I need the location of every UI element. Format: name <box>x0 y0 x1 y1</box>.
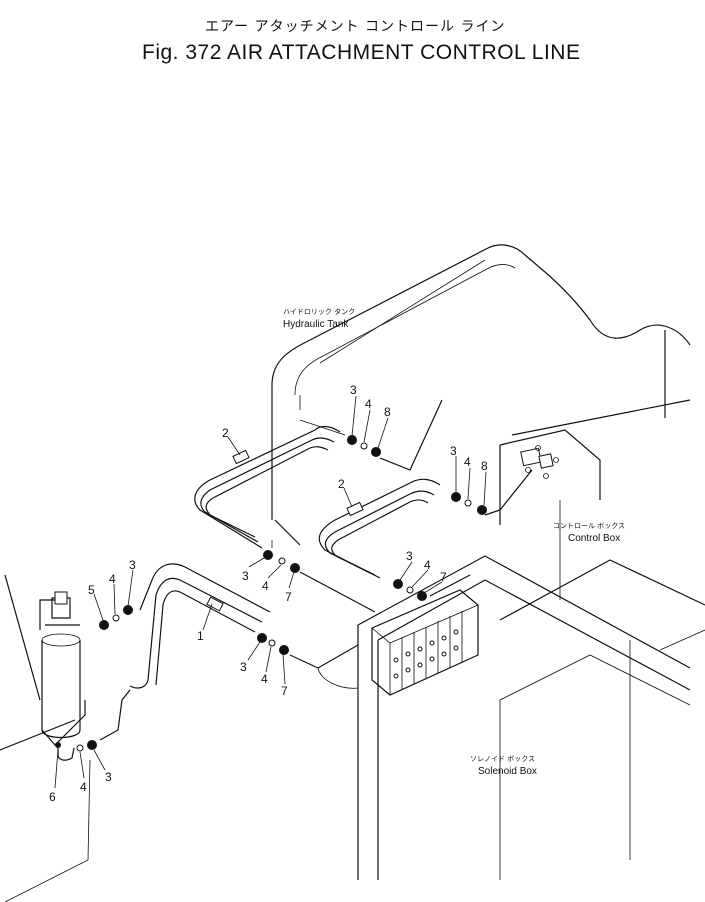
callout-3: 3 <box>129 558 136 572</box>
callout-numbers: 2 2 1 3 4 8 3 4 8 3 4 7 3 4 7 3 4 7 5 4 … <box>49 383 488 804</box>
air-pipe-upper <box>194 419 346 549</box>
callout-7: 7 <box>285 590 292 604</box>
callout-3: 3 <box>105 770 112 784</box>
hydraulic-tank-label-jp: ハイドロリック タンク <box>283 307 355 316</box>
callout-2: 2 <box>338 477 345 491</box>
air-pipe-lower <box>129 563 271 689</box>
callout-7: 7 <box>440 570 447 584</box>
callout-3: 3 <box>240 660 247 674</box>
callout-8: 8 <box>384 405 391 419</box>
callout-7: 7 <box>281 684 288 698</box>
solenoid-box-label-jp: ソレノイド ボックス <box>470 755 535 763</box>
connecting-lines <box>4 399 533 902</box>
callout-4: 4 <box>365 397 372 411</box>
air-cylinder <box>0 574 86 751</box>
fittings <box>55 435 487 761</box>
hydraulic-tank-label: Hydraulic Tank <box>283 319 349 330</box>
figure-title: Fig. 372 AIR ATTACHMENT CONTROL LINE <box>142 41 581 64</box>
callout-4: 4 <box>261 672 268 686</box>
solenoid-box-label: Solenoid Box <box>478 766 537 777</box>
callout-8: 8 <box>481 459 488 473</box>
title-japanese: エアー アタッチメント コントロール ライン <box>205 19 506 35</box>
callout-3: 3 <box>350 383 357 397</box>
control-box-label-jp: コントロール ボックス <box>553 522 625 530</box>
callout-3: 3 <box>406 549 413 563</box>
callout-3: 3 <box>450 444 457 458</box>
callout-4: 4 <box>464 455 471 469</box>
callout-2: 2 <box>222 426 229 440</box>
callout-6: 6 <box>49 790 56 804</box>
air-pipe-middle <box>318 478 441 579</box>
solenoid-box <box>357 555 705 880</box>
hydraulic-tank <box>271 244 691 546</box>
callout-4: 4 <box>80 780 87 794</box>
leader-lines <box>54 395 487 789</box>
callout-5: 5 <box>88 583 95 597</box>
control-box-label: Control Box <box>568 533 620 544</box>
callout-1: 1 <box>197 629 204 643</box>
callout-4: 4 <box>424 558 431 572</box>
callout-4: 4 <box>109 572 116 586</box>
callout-3: 3 <box>242 569 249 583</box>
control-box <box>499 429 601 600</box>
callout-4: 4 <box>262 579 269 593</box>
